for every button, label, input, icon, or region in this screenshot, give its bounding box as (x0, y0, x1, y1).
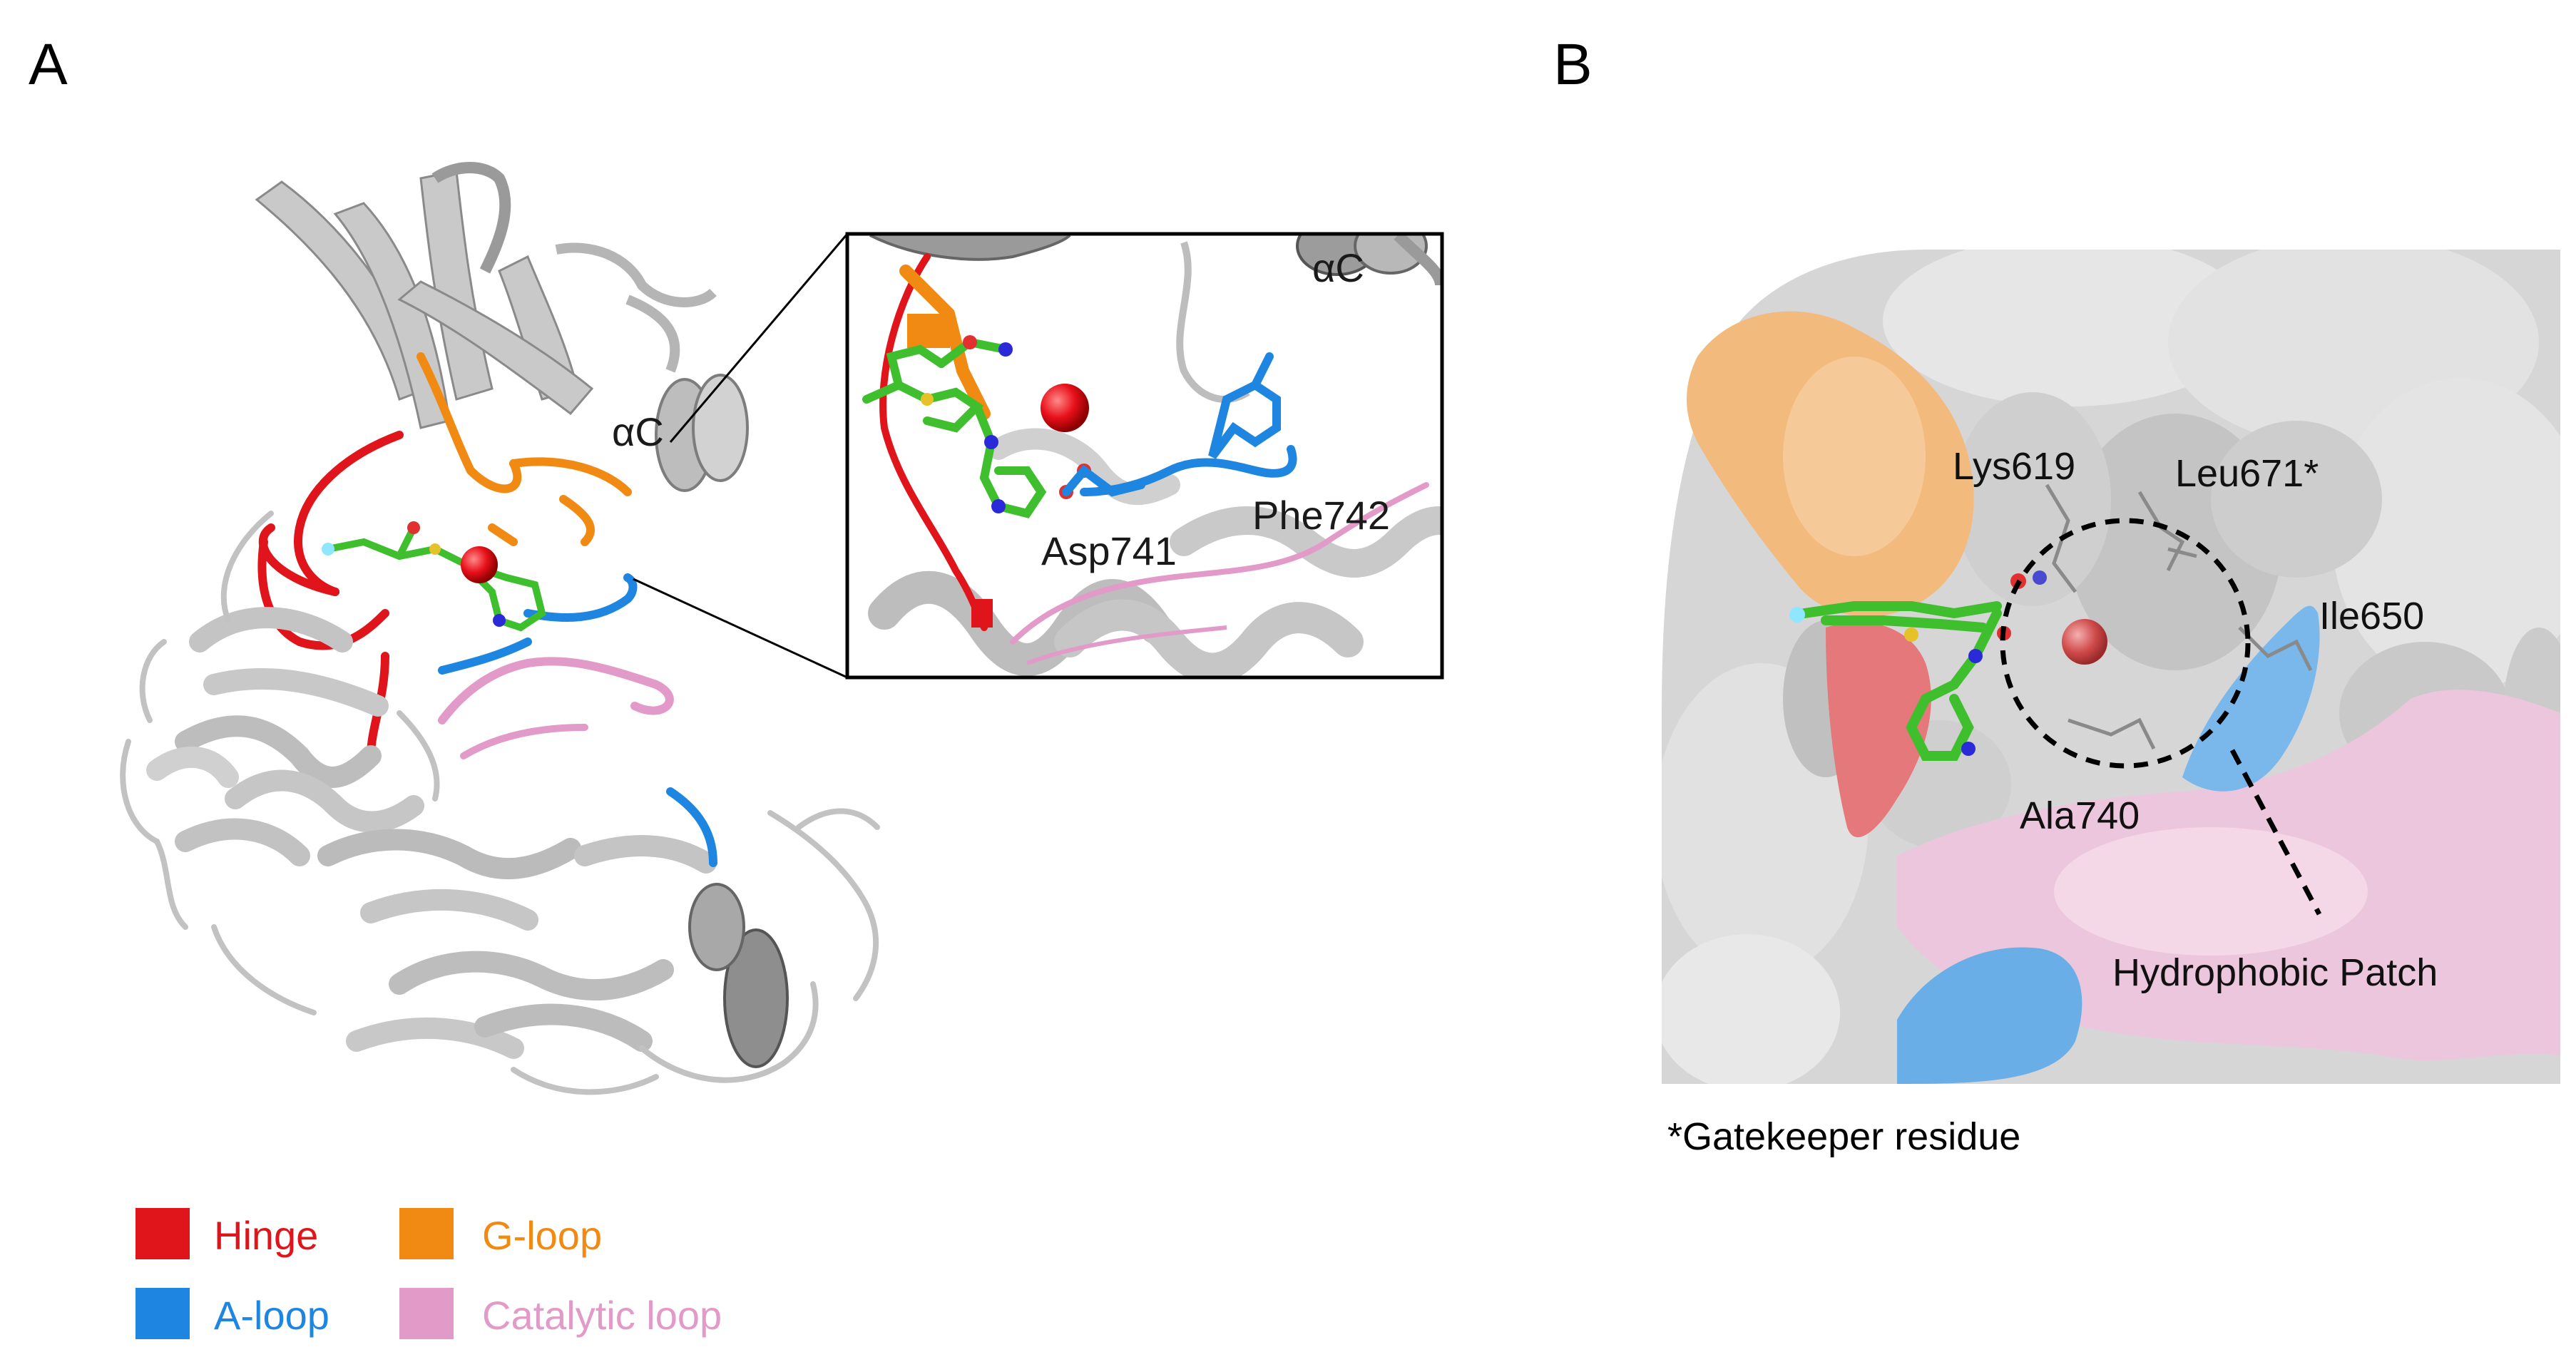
inset-catalytic-loop-2 (1026, 625, 1227, 665)
c-lobe-helices (146, 607, 717, 1059)
kinase-cartoon: αC (120, 162, 880, 1095)
hydrophobic-patch-label: Hydrophobic Patch (2112, 951, 2438, 994)
phe742-label: Phe742 (1252, 493, 1390, 538)
legend-label-catalytic-loop: Catalytic loop (482, 1293, 722, 1338)
inset-hinge (879, 253, 988, 631)
catalytic-loop-main-2 (460, 724, 588, 759)
surface-a-loop (2182, 605, 2320, 792)
inset-helices (868, 428, 1442, 677)
legend-swatch-g-loop (399, 1208, 454, 1259)
inset-hinge-block (971, 599, 993, 628)
water-molecule-inset (1041, 384, 1089, 432)
n-lobe-sheet (255, 162, 717, 429)
surface-ligand (1799, 601, 2002, 761)
water-molecule-main (461, 546, 498, 583)
ala740-label: Ala740 (2020, 794, 2140, 837)
c-lobe-loops (120, 511, 880, 1095)
surface-catalytic-highlight (2054, 827, 2368, 956)
inset-ligand-atoms (921, 335, 1091, 513)
a-loop-main (438, 573, 717, 867)
surface-panel (1662, 250, 2560, 1084)
ile650-label: Ile650 (2319, 595, 2424, 638)
leu671-label: Leu671* (2175, 452, 2319, 495)
legend-swatch-a-loop (136, 1288, 190, 1339)
legend-label-hinge: Hinge (214, 1213, 318, 1258)
lys619-label: Lys619 (1953, 445, 2075, 488)
surface-a-loop-lower (1897, 947, 2082, 1084)
hydrophobic-patch-pointer (2229, 749, 2322, 916)
water-molecule-surface (2062, 619, 2107, 665)
hydrophobic-patch-circle (2000, 518, 2251, 769)
inset-g-loop-block (907, 314, 950, 348)
asp741-label: Asp741 (1041, 528, 1177, 573)
inset-alpha-c-helix (1296, 234, 1442, 287)
legend-swatch-hinge (136, 1208, 190, 1259)
g-loop-main (416, 352, 632, 546)
alpha-c-label-inset: αC (1312, 245, 1364, 290)
legend-label-a-loop: A-loop (214, 1293, 329, 1338)
gatekeeper-footnote: *Gatekeeper residue (1667, 1115, 2020, 1158)
inset-asp-sidechain (1062, 464, 1145, 497)
legend: Hinge G-loop A-loop Catalytic loop (136, 1208, 722, 1339)
alpha-c-helix (655, 374, 749, 492)
zoom-line-bottom (633, 578, 848, 679)
inset-panel: αC Asp741 Phe742 (845, 232, 1444, 680)
legend-swatch-catalytic-loop (399, 1288, 454, 1339)
legend-label-g-loop: G-loop (482, 1213, 602, 1258)
residue-sticks (2045, 483, 2313, 750)
inset-catalytic-loop (1010, 482, 1429, 645)
inset-frame (845, 232, 1444, 680)
inset-top-ribbon (869, 234, 1071, 261)
inset-g-loop (899, 265, 991, 420)
surface-shading (1662, 250, 2560, 1084)
panel-a-letter: A (29, 32, 68, 97)
alpha-c-label-main: αC (612, 409, 664, 454)
c-lobe-dark-helix (688, 883, 789, 1068)
surface-hinge (1826, 622, 1931, 838)
panel-b-letter: B (1553, 32, 1593, 97)
catalytic-loop-main (438, 657, 674, 725)
surface-g-loop-highlight (1783, 357, 1926, 556)
zoom-line-top (669, 233, 849, 443)
